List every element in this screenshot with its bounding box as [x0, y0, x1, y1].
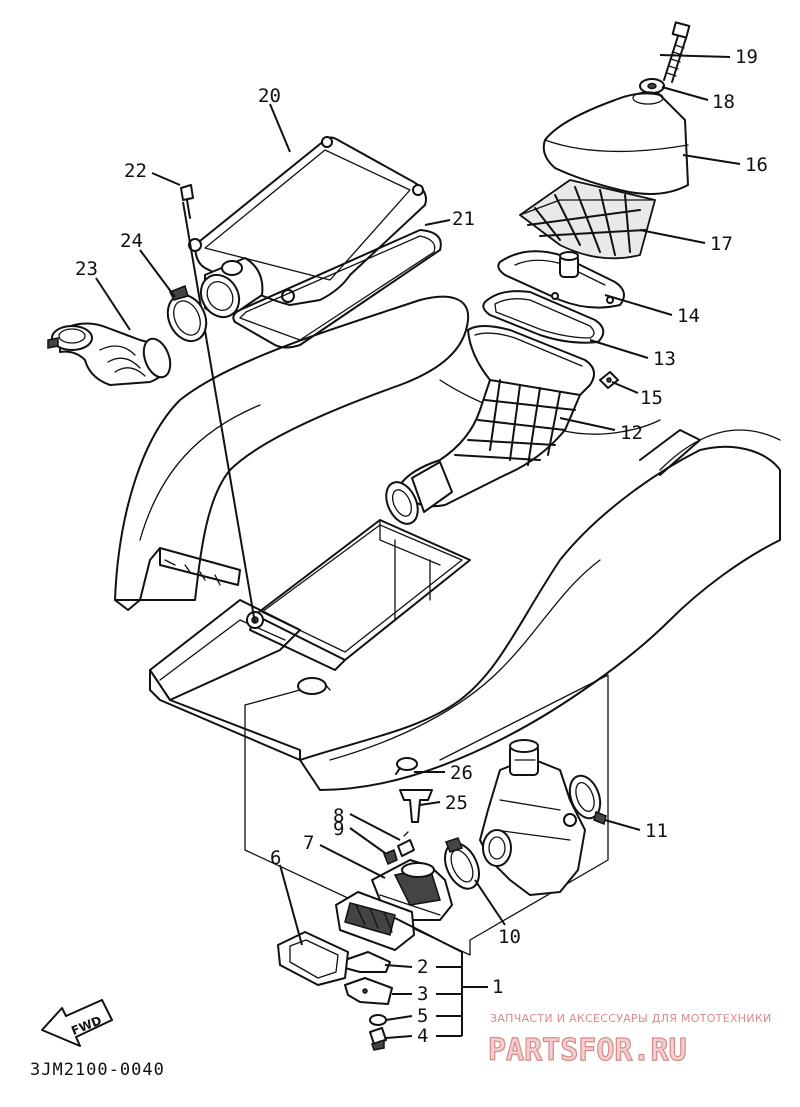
callout-13: 13: [653, 348, 676, 370]
callout-7: 7: [303, 832, 314, 854]
diagram-code: 3JM2100-0040: [30, 1060, 165, 1080]
callout-3: 3: [417, 983, 428, 1005]
callout-17: 17: [710, 233, 733, 255]
watermark-logo: PARTSFOR.RU: [488, 1033, 687, 1068]
callout-20: 20: [258, 85, 281, 107]
callout-10: 10: [498, 926, 521, 948]
washer-5: [369, 1014, 387, 1026]
reed-3: [344, 977, 393, 1005]
carburetor: [479, 739, 586, 896]
callout-labels: 19 18 16 17 14 13 15 12 20 21 22 24 23 2…: [75, 46, 768, 1047]
callout-6: 6: [270, 847, 281, 869]
callout-11: 11: [645, 820, 668, 842]
leader-lines: [95, 54, 741, 1039]
fwd-arrow: FWD: [41, 999, 113, 1047]
callout-19: 19: [735, 46, 758, 68]
gasket-6: [277, 931, 349, 986]
callout-2: 2: [417, 956, 428, 978]
joint-hose-23: [47, 322, 172, 386]
watermark-tagline: ЗАПЧАСТИ И АКСЕССУАРЫ ДЛЯ МОТОТЕХНИКИ: [490, 1012, 772, 1025]
watermark: ЗАПЧАСТИ И АКСЕССУАРЫ ДЛЯ МОТОТЕХНИКИ PA…: [487, 1012, 772, 1069]
air-box-outlet: [199, 257, 264, 319]
callout-16: 16: [745, 154, 768, 176]
callout-8: 8: [333, 805, 344, 827]
callout-14: 14: [677, 305, 700, 327]
clamp-11: [568, 774, 607, 826]
screw-4: [369, 1027, 387, 1051]
reed-stopper-2: [344, 951, 391, 973]
callout-24: 24: [120, 230, 143, 252]
callout-12: 12: [620, 422, 643, 444]
callout-22: 22: [124, 160, 147, 182]
callout-15: 15: [640, 387, 663, 409]
clamp-10: [444, 837, 480, 890]
air-box-gasket: [232, 229, 442, 349]
screw-15: [599, 371, 619, 389]
filter-cage: [519, 179, 656, 260]
body-frame: [114, 295, 781, 791]
filter-plate: [497, 250, 625, 309]
callout-4: 4: [417, 1025, 428, 1047]
callout-9: 9: [333, 818, 344, 840]
callout-26: 26: [450, 762, 473, 784]
cap-25: [399, 789, 433, 823]
intake-duct: [385, 325, 595, 525]
clip-26: [395, 757, 418, 775]
callout-18: 18: [712, 91, 735, 113]
air-filter-cap: [542, 91, 689, 195]
callout-21: 21: [452, 208, 475, 230]
nut-9: [383, 848, 398, 866]
callout-23: 23: [75, 258, 98, 280]
bolt-22: [180, 184, 256, 624]
bolt-19: [663, 21, 691, 83]
reed-valve-block: [335, 891, 415, 951]
callout-1: 1: [492, 976, 503, 998]
callout-5: 5: [417, 1005, 428, 1027]
callout-25: 25: [445, 792, 468, 814]
bolt-8: [397, 831, 415, 857]
